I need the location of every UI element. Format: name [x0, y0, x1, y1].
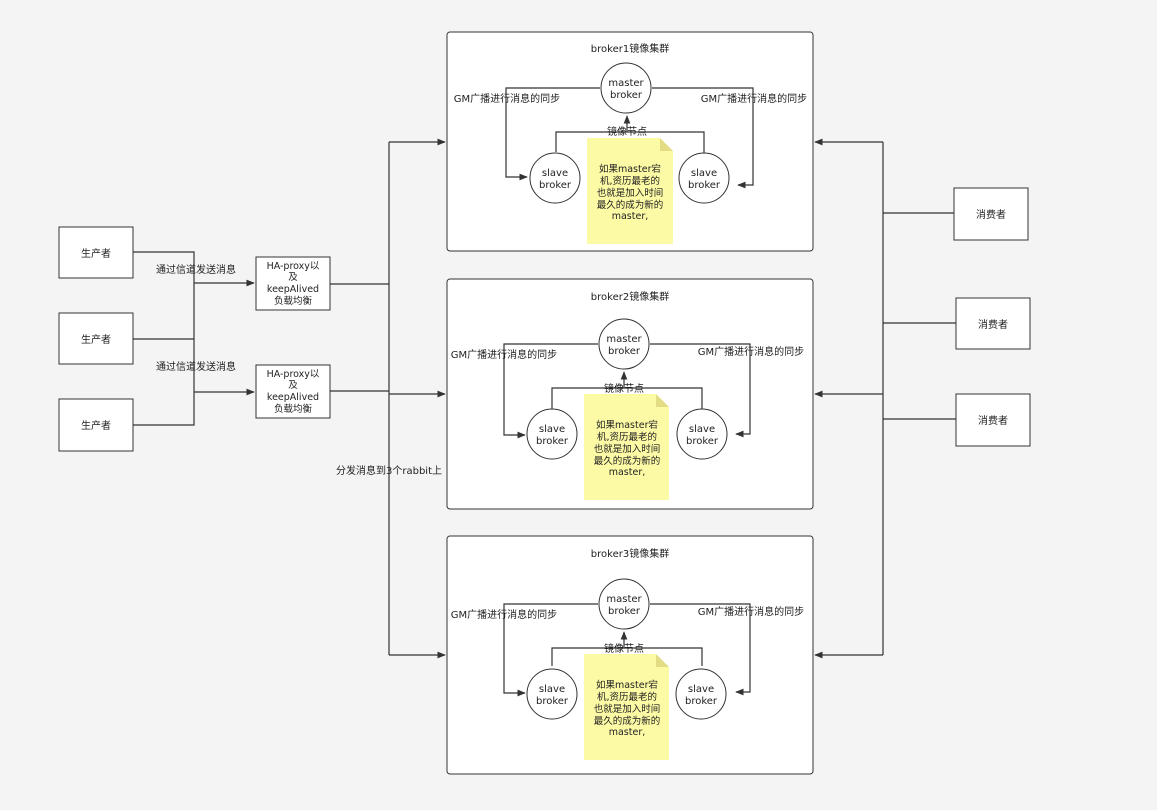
mirror-node-label: 镜像节点 — [607, 125, 647, 138]
sticky-note: 如果master宕 机,资历最老的 也就是加入时间 最久的成为新的 master… — [584, 654, 669, 760]
send-via-channel-label: 通过信道发送消息 — [156, 263, 236, 276]
master-broker[interactable]: master broker — [598, 318, 650, 370]
proxy-line: HA-proxy以 — [267, 261, 320, 272]
note-line: master, — [609, 727, 646, 738]
master-broker[interactable]: master broker — [598, 578, 650, 630]
producer-node[interactable]: 生产者 — [58, 226, 134, 279]
ha-proxy-node[interactable]: HA-proxy以 及 keepAlived 负载均衡 — [255, 256, 331, 311]
proxy-line: 负载均衡 — [274, 403, 313, 415]
broker-cluster-3: broker3镜像集群 master broker slave broker s… — [446, 535, 814, 775]
producer-node[interactable]: 生产者 — [58, 312, 134, 365]
master-label-line: master — [606, 594, 642, 605]
gm-sync-label: GM广播进行消息的同步 — [454, 92, 560, 105]
consumer-node[interactable]: 消费者 — [953, 187, 1029, 241]
producer-label: 生产者 — [81, 333, 111, 346]
send-via-channel-label: 通过信道发送消息 — [156, 360, 236, 373]
note-line: 最久的成为新的 — [594, 455, 661, 467]
slave-label-line: broker — [688, 180, 721, 191]
consumer-node[interactable]: 消费者 — [955, 393, 1031, 447]
gm-sync-label: GM广播进行消息的同步 — [451, 608, 557, 621]
note-line: 也就是加入时间 — [597, 187, 664, 199]
consumer-label: 消费者 — [978, 318, 1008, 331]
master-label-line: master — [608, 78, 644, 89]
proxy-line: keepAlived — [267, 392, 319, 403]
slave-broker[interactable]: slave broker — [676, 408, 728, 460]
producer-label: 生产者 — [81, 419, 111, 432]
slave-label-line: broker — [536, 696, 569, 707]
broker-cluster-1: broker1镜像集群 master broker slave broker s… — [446, 31, 814, 252]
ha-proxy-node[interactable]: HA-proxy以 及 keepAlived 负载均衡 — [255, 364, 331, 419]
note-line: 如果master宕 — [596, 419, 658, 431]
note-line: 也就是加入时间 — [594, 443, 661, 455]
slave-broker[interactable]: slave broker — [678, 152, 730, 204]
producer-label: 生产者 — [81, 247, 111, 260]
distribution-connectors — [330, 138, 446, 659]
slave-label-line: broker — [536, 436, 569, 447]
cluster-title: broker3镜像集群 — [591, 547, 669, 560]
master-broker[interactable]: master broker — [600, 62, 652, 114]
proxy-line: HA-proxy以 — [267, 369, 320, 380]
slave-label-line: broker — [539, 180, 572, 191]
note-line: 如果master宕 — [599, 163, 661, 175]
proxy-line: 及 — [288, 272, 298, 283]
slave-label-line: slave — [539, 424, 565, 435]
master-label-line: broker — [608, 606, 641, 617]
slave-label-line: broker — [685, 696, 718, 707]
consumer-label: 消费者 — [978, 414, 1008, 427]
slave-label-line: slave — [689, 424, 715, 435]
note-line: 最久的成为新的 — [597, 199, 664, 211]
sticky-note: 如果master宕 机,资历最老的 也就是加入时间 最久的成为新的 master… — [584, 394, 669, 500]
consumer-node[interactable]: 消费者 — [955, 297, 1031, 350]
note-line: 也就是加入时间 — [594, 703, 661, 715]
gm-sync-label: GM广播进行消息的同步 — [701, 92, 807, 105]
note-line: 如果master宕 — [596, 679, 658, 691]
note-line: master, — [612, 211, 649, 222]
gm-sync-label: GM广播进行消息的同步 — [451, 348, 557, 361]
mirror-node-label: 镜像节点 — [604, 382, 644, 395]
note-line: 机,资历最老的 — [597, 691, 657, 703]
proxy-line: keepAlived — [267, 284, 319, 295]
consumer-label: 消费者 — [976, 208, 1006, 221]
sticky-note: 如果master宕 机,资历最老的 也就是加入时间 最久的成为新的 master… — [587, 138, 673, 244]
broker-cluster-2: broker2镜像集群 master broker slave broker s… — [446, 278, 814, 510]
slave-broker[interactable]: slave broker — [675, 668, 727, 720]
note-line: 机,资历最老的 — [600, 175, 660, 187]
mirror-node-label: 镜像节点 — [604, 642, 644, 655]
slave-broker[interactable]: slave broker — [529, 152, 581, 204]
proxy-line: 负载均衡 — [274, 295, 313, 307]
master-label-line: master — [606, 334, 642, 345]
master-label-line: broker — [610, 90, 643, 101]
consumer-connectors — [814, 138, 956, 659]
slave-label-line: slave — [539, 684, 565, 695]
cluster-title: broker1镜像集群 — [591, 42, 669, 55]
slave-label-line: slave — [688, 684, 714, 695]
cluster-title: broker2镜像集群 — [591, 290, 669, 303]
producer-connectors — [133, 251, 255, 426]
gm-sync-label: GM广播进行消息的同步 — [698, 605, 804, 618]
slave-label-line: slave — [542, 168, 568, 179]
slave-label-line: slave — [691, 168, 717, 179]
proxy-line: 及 — [288, 380, 298, 391]
slave-broker[interactable]: slave broker — [526, 668, 578, 720]
master-label-line: broker — [608, 346, 641, 357]
distribute-label: 分发消息到3个rabbit上 — [336, 464, 442, 477]
note-line: master, — [609, 467, 646, 478]
note-line: 机,资历最老的 — [597, 431, 657, 443]
slave-label-line: broker — [686, 436, 719, 447]
producer-node[interactable]: 生产者 — [58, 398, 134, 452]
note-line: 最久的成为新的 — [594, 715, 661, 727]
gm-sync-label: GM广播进行消息的同步 — [698, 345, 804, 358]
slave-broker[interactable]: slave broker — [526, 408, 578, 460]
